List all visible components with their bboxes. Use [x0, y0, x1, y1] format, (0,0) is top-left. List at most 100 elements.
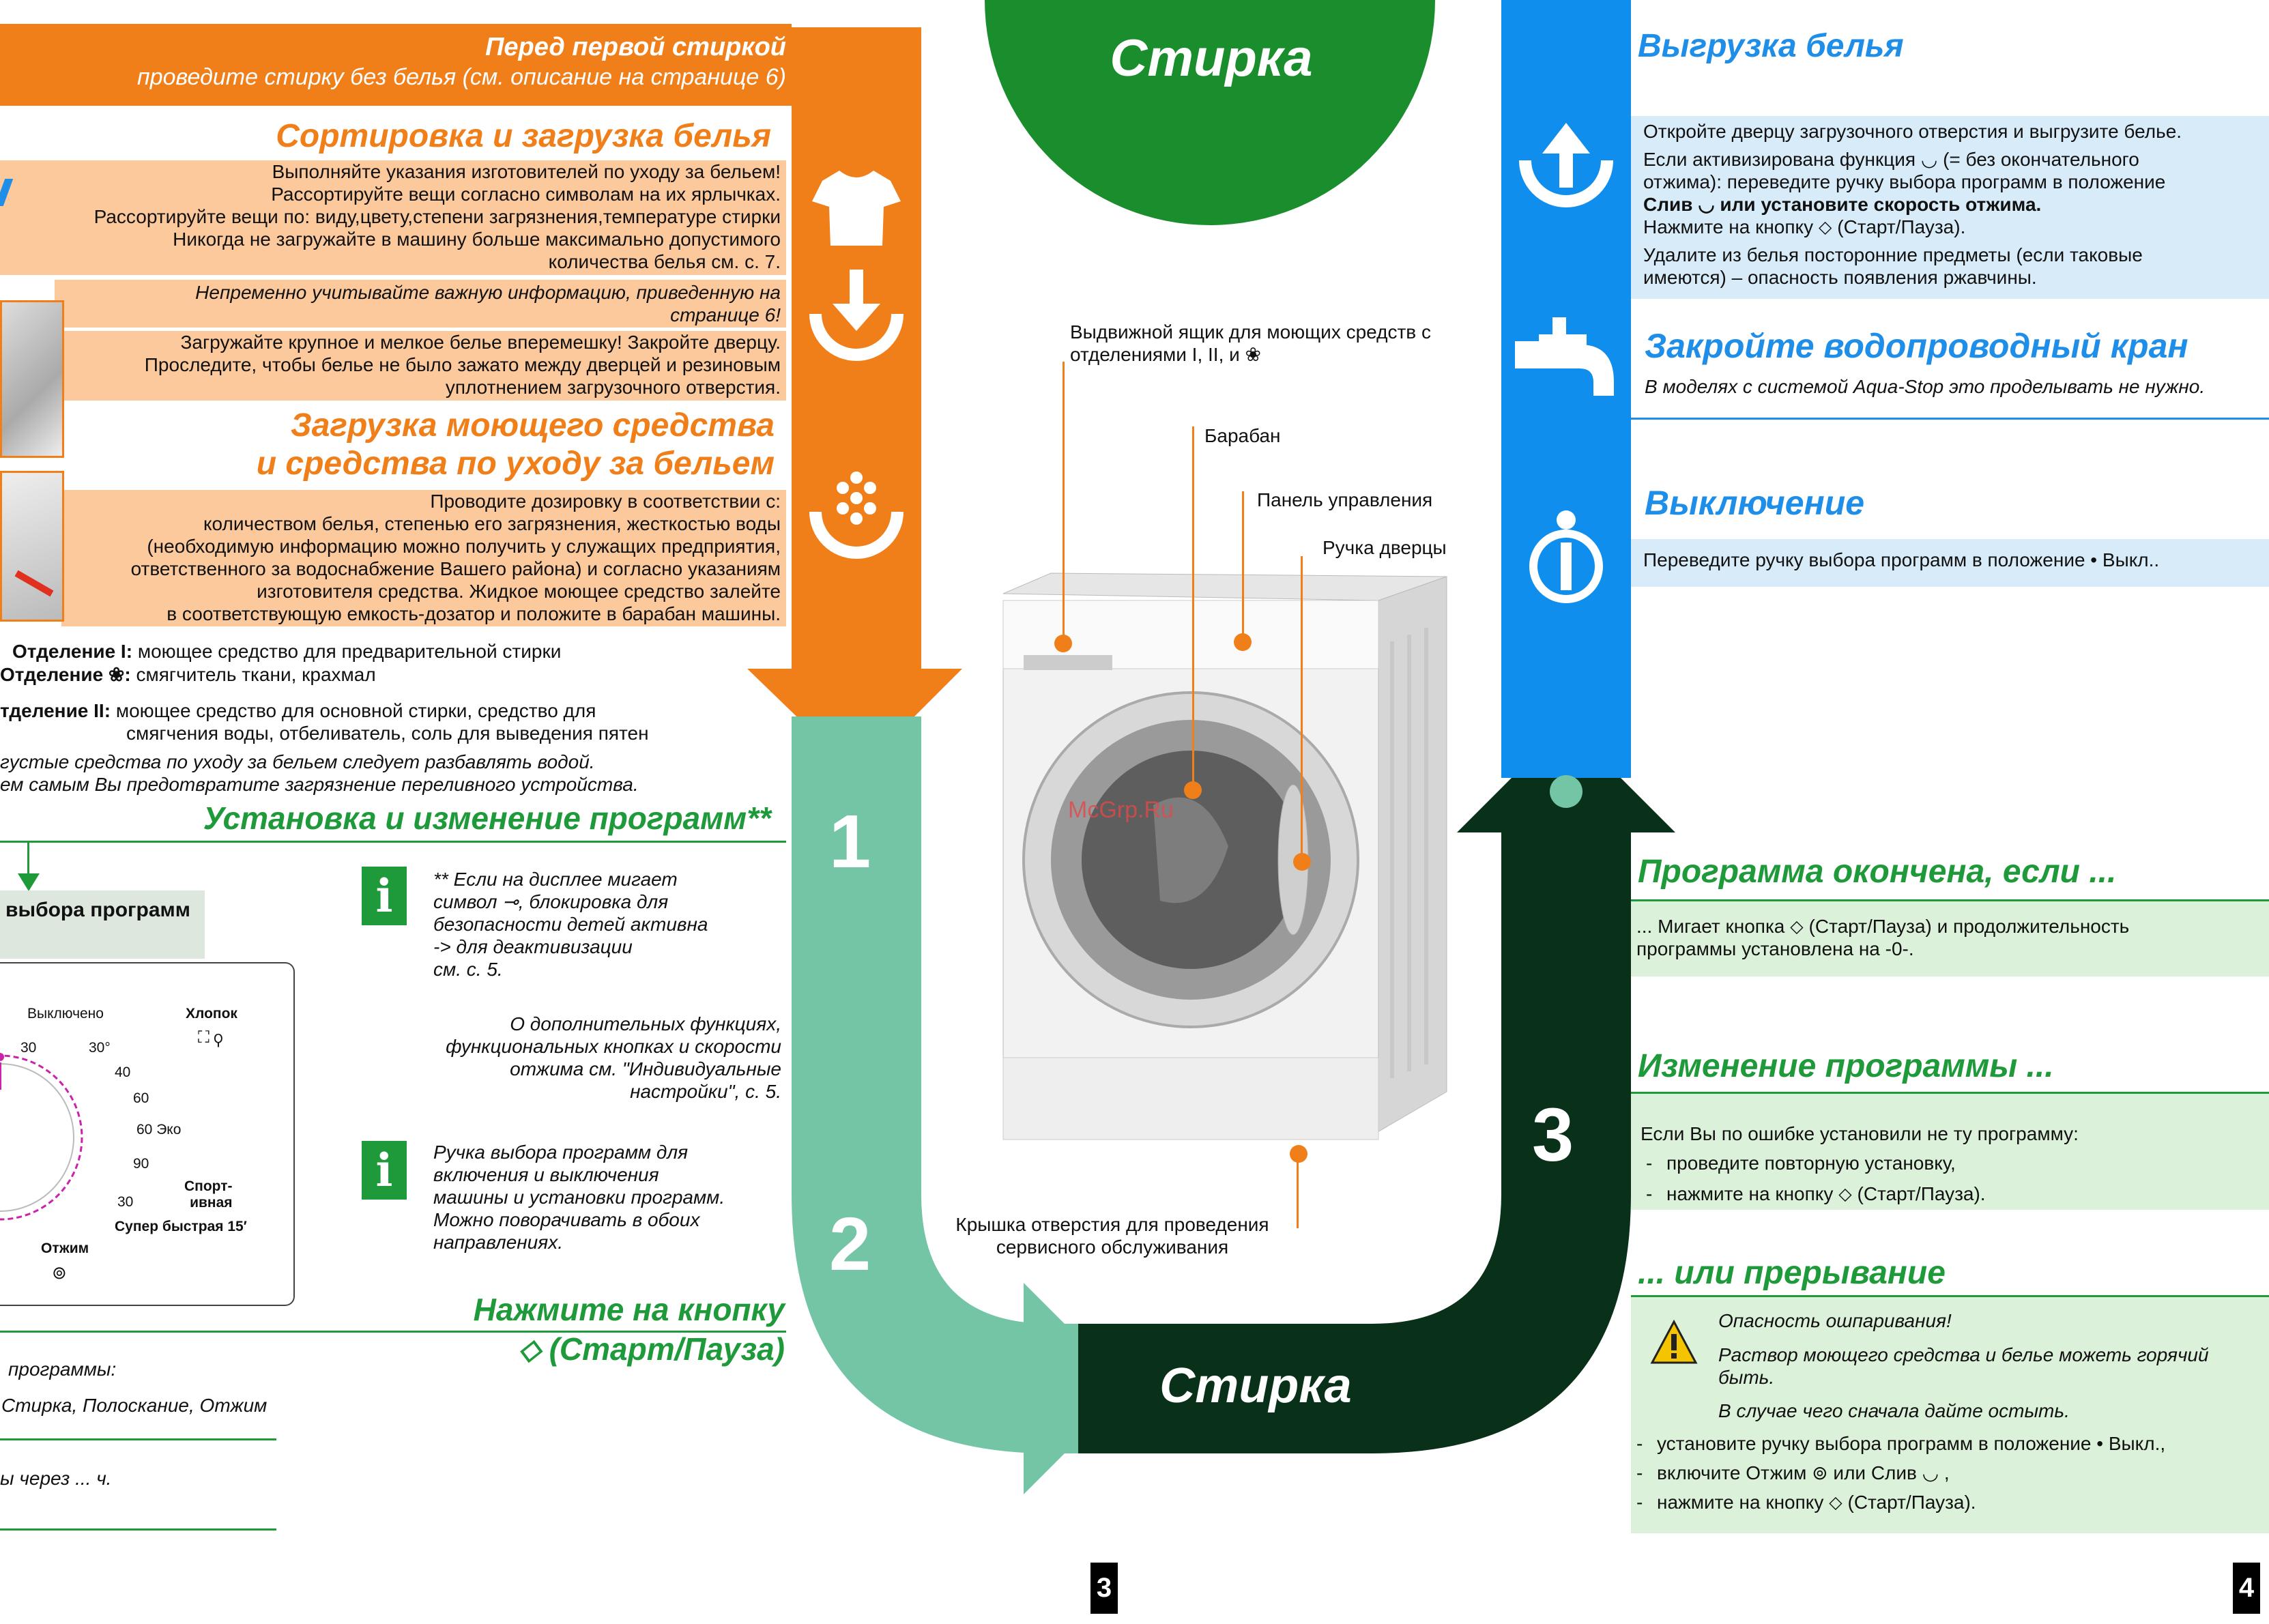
info1-line-2: символ ⊸, блокировка для — [433, 891, 669, 912]
handle-line — [1301, 556, 1303, 860]
unload-line-1: Откройте дверцу загрузочного отверстия и… — [1643, 121, 2182, 142]
drawer-label: Выдвижной ящик для моющих средств с отде… — [1070, 321, 1431, 365]
change-title: Изменение программы ... — [1638, 1048, 2054, 1084]
detergent-line-4: ответственного за водоснабжение Вашего р… — [130, 558, 781, 579]
load-line-1: Загружайте крупное и мелкое белье вперем… — [180, 332, 781, 353]
comp1-label: Отделение I: — [12, 641, 133, 662]
panel-label: Панель управления — [1257, 489, 1433, 510]
page-number-left: 3 — [1090, 1563, 1118, 1614]
dial-60: 60 — [133, 1090, 149, 1106]
unload-text-box: Откройте дверцу загрузочного отверстия и… — [1631, 116, 2269, 299]
comp3-text-2: смягчения воды, отбеливатель, соль для в… — [126, 723, 649, 744]
done-rule — [1631, 899, 2269, 901]
info2-line-5: направлениях. — [433, 1232, 563, 1253]
change-item-2: нажмите на кнопку ⬦ (Старт/Пауза). — [1641, 1183, 2269, 1205]
unload-line-6: Удалите из белья посторонние предметы (е… — [1643, 244, 2143, 265]
washing-machine-illustration — [1002, 572, 1447, 1140]
done-title: Программа окончена, если ... — [1638, 854, 2117, 890]
before-title: Перед первой стиркой — [485, 33, 786, 61]
detergent-line-5: изготовителя средства. Жидкое моющее сре… — [257, 581, 781, 602]
comp2-label: Отделение ❀: — [0, 664, 131, 685]
change-intro: Если Вы по ошибке установили не ту прогр… — [1641, 1123, 2079, 1144]
info-icon-2: i — [362, 1141, 407, 1200]
warn-1: Опасность ошпаривания! — [1718, 1310, 1952, 1331]
thick-1: густые средства по уходу за бельем следу… — [0, 751, 595, 772]
warning-icon — [1650, 1319, 1698, 1364]
load-text-box: Загружайте крупное и мелкое белье вперем… — [55, 331, 786, 401]
dial-30b: 30° — [89, 1040, 111, 1056]
bottom-title: Стирка — [1159, 1359, 1352, 1413]
abort-item-2: включите Отжим ⊚ или Слив ◡ , — [1631, 1462, 2266, 1484]
dial-cotton-label: Хлопок — [186, 1006, 237, 1021]
info-extra-text: О дополнительных функциях, функциональны… — [368, 1013, 781, 1103]
load-line-2: Проследите, чтобы белье не было зажато м… — [144, 354, 781, 375]
unload-arrow-icon — [1519, 123, 1613, 207]
load-line-3: уплотнением загрузочного отверстия. — [445, 377, 781, 398]
tap-title: Закройте водопроводный кран — [1645, 327, 2188, 365]
thick-2: ем самым Вы предотвратите загрязнение пе… — [0, 774, 639, 795]
comp1-text: моющее средство для предварительной стир… — [137, 641, 562, 662]
unload-title: Выгрузка белья — [1638, 28, 1904, 64]
press-title-1: Нажмите на кнопку — [473, 1292, 785, 1327]
program-dial-knob[interactable] — [0, 1042, 136, 1233]
panel-line — [1242, 491, 1244, 640]
off-title: Выключение — [1645, 484, 1865, 522]
program-title-rule — [0, 841, 786, 843]
dial-90: 90 — [133, 1156, 149, 1172]
unload-line-4: Слив ◡ или установите скорость отжима. — [1643, 194, 2042, 215]
service-dot — [1290, 1145, 1307, 1163]
before-text: проведите стирку без белья (см. описание… — [137, 64, 786, 90]
comp3: тделение II: моющее средство для основно… — [0, 699, 737, 722]
orange-band — [792, 27, 921, 669]
warn-3: В случае чего сначала дайте остыть. — [1718, 1400, 2070, 1421]
press-title-rule — [0, 1331, 786, 1333]
detergent-line-6: в соответствующую емкость-дозатор и поло… — [167, 603, 781, 624]
through-rule — [0, 1528, 276, 1531]
dial-sport: Спорт- ивная — [184, 1178, 233, 1211]
info1-text: ** Если на дисплее мигает символ ⊸, блок… — [433, 868, 761, 981]
off-text: Переведите ручку выбора программ в полож… — [1631, 539, 2269, 587]
sort-title: Сортировка и загрузка белья — [276, 118, 771, 154]
through-text: ы через ... ч. — [0, 1468, 112, 1489]
abort-item-3: нажмите на кнопку ⬦ (Старт/Пауза). — [1631, 1491, 2266, 1513]
info2-line-4: Можно поворачивать в обоих — [433, 1209, 700, 1230]
abort-list: установите ручку выбора программ в полож… — [1631, 1432, 2266, 1513]
load-arrow-icon — [809, 270, 904, 361]
handle-label: Ручка дверцы — [1323, 537, 1447, 558]
dial-30a: 30 — [20, 1040, 37, 1056]
dial-30c: 30 — [117, 1194, 134, 1210]
teal-arrowhead — [1024, 1283, 1129, 1494]
comp2: Отделение ❀: смягчитель ткани, крахмал — [0, 663, 376, 686]
press-title-2: ⬦ (Старт/Паузa) — [518, 1331, 785, 1367]
sort-line-3: Рассортируйте вещи по: виду,цвету,степен… — [93, 206, 781, 227]
abort-rule — [1631, 1295, 2269, 1297]
done-line-1: ... Мигает кнопка ⬦ (Старт/Пауза) и прод… — [1636, 916, 2130, 937]
dial-spin: Отжим — [41, 1241, 89, 1256]
drum-line — [1192, 426, 1194, 788]
sort-line-5: количества белья см. с. 7. — [548, 251, 781, 272]
info2-line-2: включения и выключения — [433, 1164, 659, 1185]
info-extra-line-4: настройки", с. 5. — [630, 1081, 781, 1102]
abort-item-1: установите ручку выбора программ в полож… — [1631, 1432, 2266, 1455]
teal-band — [792, 716, 1078, 1453]
service-label: Крышка отверстия для проведения сервисно… — [955, 1214, 1269, 1258]
info1-line-5: см. с. 5. — [433, 959, 503, 980]
comp1: Отделение I: моющее средство для предвар… — [12, 640, 561, 663]
spin-icon: ⊚ — [52, 1262, 67, 1283]
done-text-box: ... Мигает кнопка ⬦ (Старт/Пауза) и прод… — [1631, 901, 2269, 976]
unload-line-7: имеются) – опасность появления ржавчины. — [1643, 267, 2037, 288]
prog-steps-rule — [0, 1438, 276, 1440]
unload-line-2: Если активизирована функция ◡ (= без око… — [1643, 149, 2139, 170]
page-number-right: 4 — [2233, 1563, 2260, 1614]
info1-line-1: ** Если на дисплее мигает — [433, 869, 678, 890]
info1-line-3: безопасности детей активна — [433, 914, 708, 935]
drum-label: Барабан — [1204, 425, 1281, 446]
tap-rule — [1631, 418, 2269, 420]
detergent-text-box: Проводите дозировку в соответствии с: ко… — [61, 490, 786, 626]
change-item-1: проведите повторную установку, — [1641, 1152, 2269, 1174]
detergent-title-1: Загрузка моющего средства — [290, 407, 775, 444]
prog-steps: Стирка, Полоскание, Отжим — [1, 1395, 268, 1416]
warn-2: Раствор моющего средства и белье можеть … — [1718, 1344, 2209, 1388]
sort-line-4: Никогда не загружайте в машину больше ма… — [173, 229, 781, 250]
comp3-text-1: моющее средство для основной стирки, сре… — [115, 700, 596, 721]
